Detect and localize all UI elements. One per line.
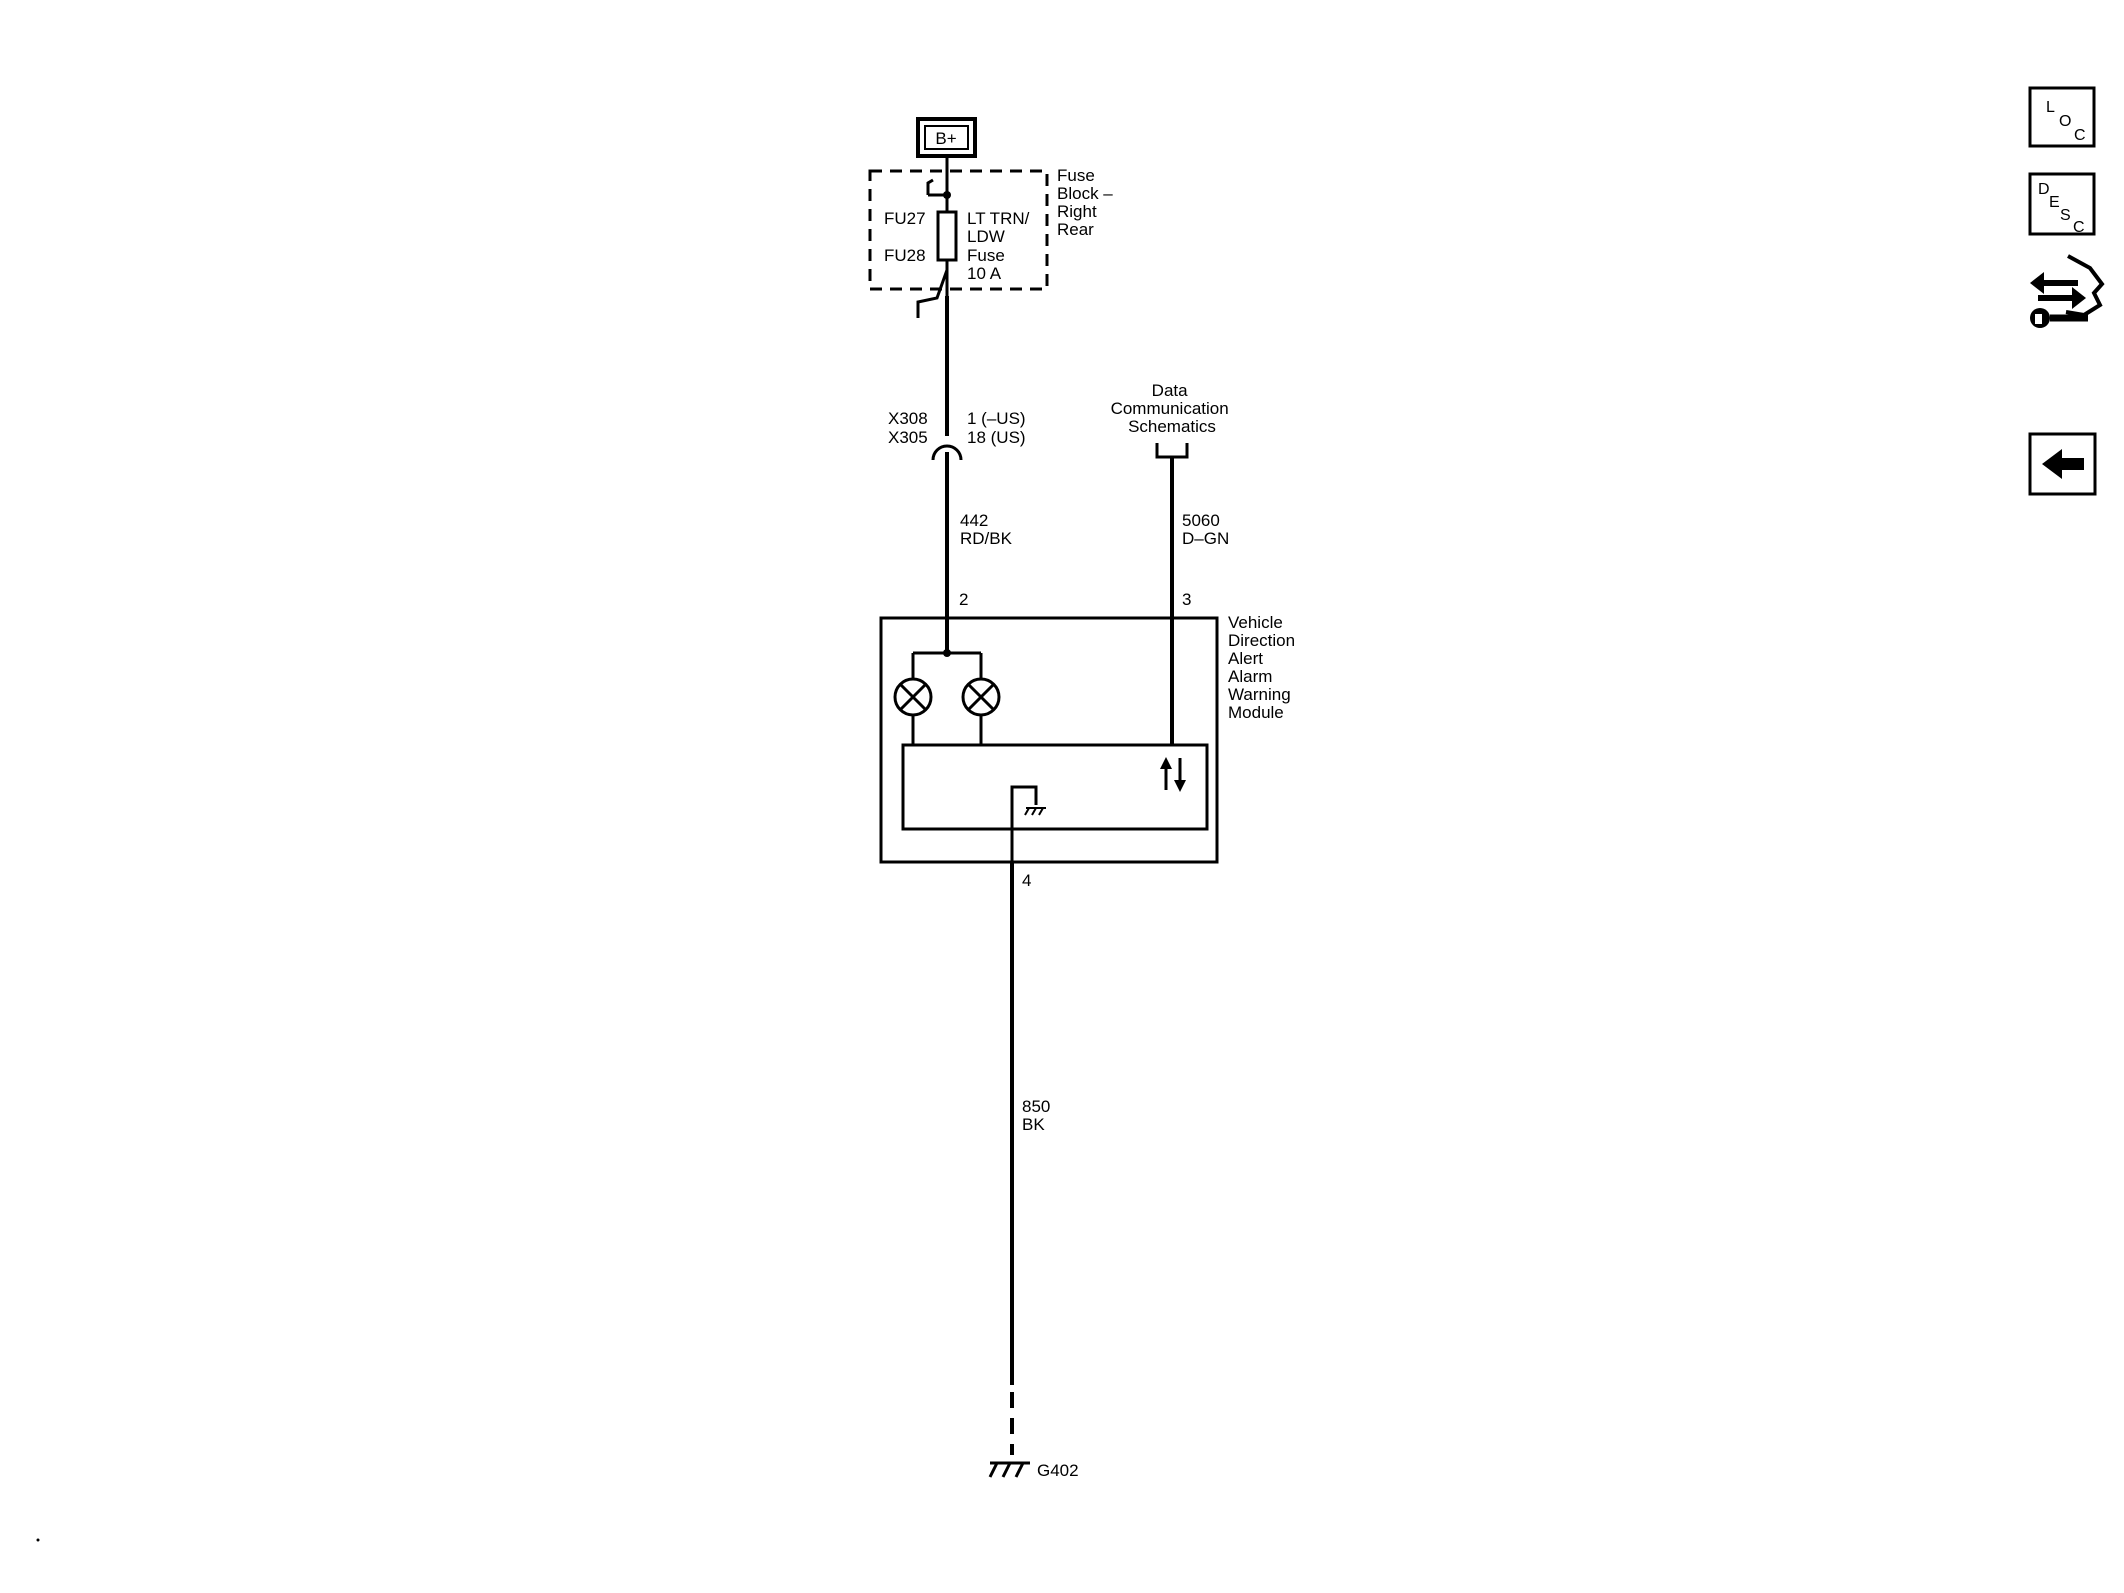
fuse-id-fu27: FU27: [884, 209, 926, 228]
fuse-name: LT TRN/ LDW Fuse 10 A: [967, 209, 1034, 283]
data-reference-label: Data Communication Schematics: [1111, 381, 1234, 436]
fuse-id-fu28: FU28: [884, 246, 926, 265]
stray-dot: [36, 1538, 40, 1542]
power-source: B+: [916, 117, 977, 158]
module-pin-power: 2: [959, 590, 968, 609]
alert-module: Vehicle Direction Alert Alarm Warning Mo…: [879, 613, 1300, 864]
internal-ground-icon: [1010, 785, 1046, 862]
desc-letter-s: S: [2060, 207, 2071, 224]
connector-ids: X308 X305: [888, 409, 932, 447]
connector-pins: 1 (–US) 18 (US): [967, 409, 1030, 447]
power-source-label: B+: [935, 129, 956, 148]
data-communication-reference: Data Communication Schematics: [1111, 381, 1234, 459]
desc-letter-c: C: [2073, 219, 2085, 236]
serial-data-arrows-icon: [1160, 757, 1186, 792]
loc-letter-c: C: [2074, 127, 2086, 144]
module-pin-data: 3: [1182, 590, 1191, 609]
connector-tools-icon[interactable]: [2030, 254, 2105, 328]
module-controller: [901, 743, 1209, 831]
location-button[interactable]: L O C: [2028, 86, 2096, 148]
lamp-icon: [893, 677, 933, 717]
loc-letter-l: L: [2046, 99, 2055, 116]
ground-point: G402: [988, 1461, 1079, 1480]
fuse-block-name: Fuse Block – Right Rear: [1057, 166, 1117, 239]
inline-connector: X308 X305 1 (–US) 18 (US): [888, 409, 1030, 470]
desc-letter-e: E: [2049, 194, 2060, 211]
arrow-left-icon: [2042, 449, 2084, 479]
data-wire-label: 5060 D–GN: [1182, 511, 1229, 548]
ground-wire-label: 850 BK: [1022, 1097, 1055, 1134]
desc-letter-d: D: [2038, 181, 2050, 198]
module-name: Vehicle Direction Alert Alarm Warning Mo…: [1228, 613, 1300, 722]
module-pin-ground: 4: [1022, 871, 1031, 890]
fuse-block: Fuse Block – Right Rear FU27 FU28 LT TRN…: [868, 156, 1117, 318]
loc-letter-o: O: [2059, 113, 2071, 130]
fuse-element: [936, 210, 958, 262]
lamp-icon: [961, 677, 1001, 717]
back-button[interactable]: [2028, 432, 2097, 496]
ground-point-label: G402: [1037, 1461, 1079, 1480]
power-wire-label: 442 RD/BK: [960, 511, 1013, 548]
description-button[interactable]: D E S C: [2028, 172, 2096, 236]
